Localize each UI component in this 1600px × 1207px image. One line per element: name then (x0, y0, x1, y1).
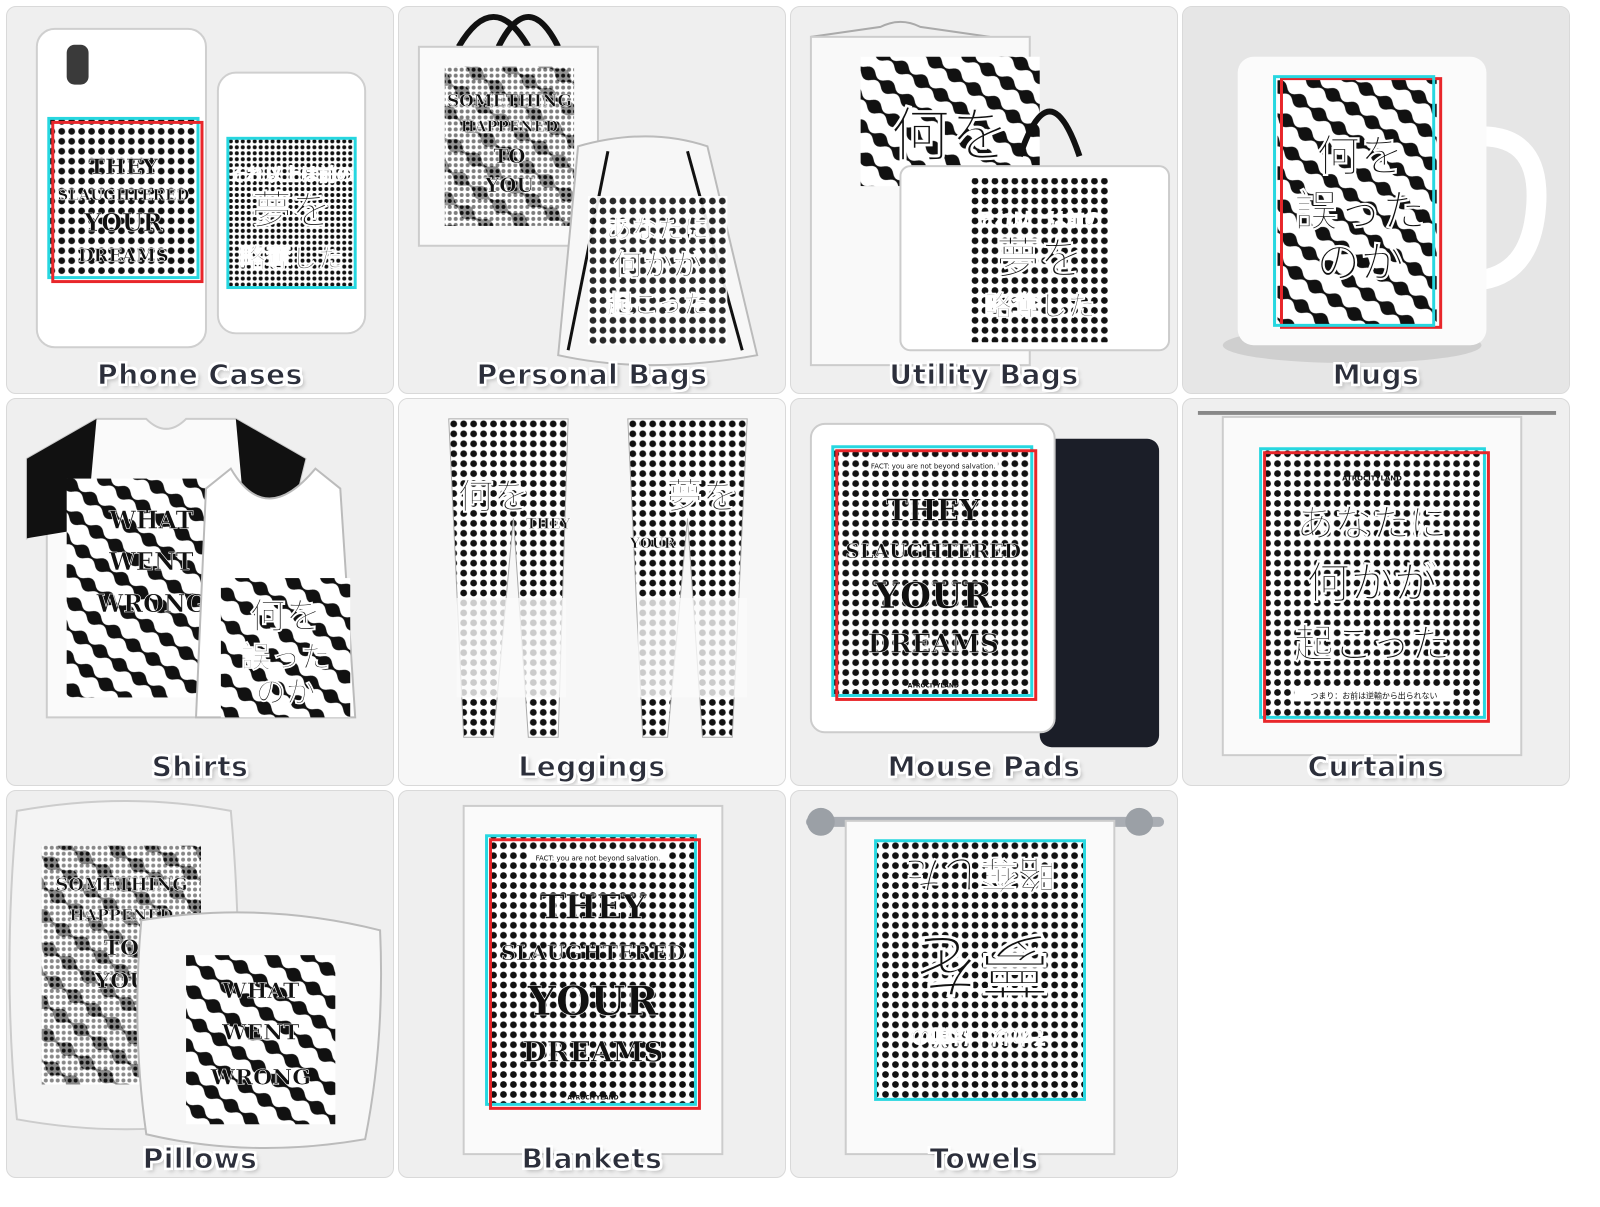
phone-case-text-1: THEY (89, 154, 159, 180)
tile-pillows[interactable]: SOMETHING HAPPENED TO YOU WHAT WENT WRON… (6, 790, 394, 1178)
mouse-pad-brand: ATROCITYLAND (908, 683, 959, 690)
tile-leggings[interactable]: 何を THEY 夢を YOUR Leggings (398, 398, 786, 786)
shirt-text-3: WRONG (95, 590, 206, 618)
blanket-text-2: SLAUGHTERED (501, 940, 686, 965)
tile-label: Pillows (142, 1142, 258, 1176)
mugs-image: 何を 誤った のか (1183, 7, 1569, 393)
bag-text-4: YOU (484, 173, 534, 197)
blankets-image: FACT: you are not beyond salvation. THEY… (462, 804, 724, 1156)
leggings-jp-1: 何を (458, 476, 530, 517)
bag-jp-2: 何かが (613, 249, 703, 284)
phone-case-text-4: DREAMS (78, 246, 169, 267)
utility-bag-jp-4: 略奪した (984, 289, 1095, 322)
towel-jp-1: それ以上は前の (910, 1025, 1049, 1048)
phone-case-text-3: YOUR (83, 209, 163, 237)
tile-mugs[interactable]: 何を 誤った のか Mugs (1182, 6, 1570, 394)
utility-bag-jp-2: それ以上は前の (977, 209, 1102, 231)
tile-label: Personal Bags (476, 358, 708, 392)
phone-case-jp-2: 夢を (252, 188, 332, 234)
tile-phone-cases[interactable]: THEY SLAUGHTERED YOUR DREAMS それ以上は前の 夢を … (6, 6, 394, 394)
blanket-text-3: YOUR (527, 979, 660, 1025)
tile-utility-bags[interactable]: 何を それ以上は前の 夢を 略奪した Utility Bags (790, 6, 1178, 394)
phone-case-text-2: SLAUGHTERED (58, 186, 190, 204)
pillow-text-1: SOMETHING (55, 874, 187, 895)
utility-bag-jp-3: 夢を (996, 234, 1084, 285)
mouse-pad-text-1: THEY (886, 493, 981, 528)
tile-label: Utility Bags (889, 358, 1079, 392)
shirt-text-2: WENT (108, 548, 194, 576)
pillow-text-7: WRONG (209, 1064, 310, 1090)
towel-jp-3: 略奪した (904, 852, 1055, 896)
pillow-text-3: TO (104, 935, 139, 961)
mouse-pad-fact: FACT: you are not beyond salvation. (871, 463, 996, 471)
mug-jp-1: 何を (1316, 131, 1404, 182)
curtain-note: つまり：お前は逆輸から出られない (1311, 690, 1438, 700)
tile-label: Curtains (1307, 750, 1445, 784)
mouse-pads-image: FACT: you are not beyond salvation. THEY… (809, 422, 1160, 748)
pillows-image: SOMETHING HAPPENED TO YOU WHAT WENT WRON… (8, 799, 383, 1150)
curtain-brand: ATROCITYLAND (1342, 475, 1402, 483)
tank-jp-3: のか (256, 675, 316, 710)
pillow-text-6: WENT (221, 1020, 300, 1046)
phone-cases-image: THEY SLAUGHTERED YOUR DREAMS それ以上は前の 夢を … (35, 27, 367, 349)
utility-bag-jp-1: 何を (890, 102, 1009, 171)
tile-label: Mouse Pads (887, 750, 1081, 784)
towel-jp-2: 夢を (910, 923, 1049, 1004)
bag-text-1: SOMETHING (447, 90, 572, 110)
shirts-image: WHAT WENT WRONG 何を 誤った のか (25, 417, 357, 719)
leggings-text-1: THEY (526, 516, 571, 532)
shirt-text-1: WHAT (108, 506, 194, 534)
curtain-jp-3: 起こった (1294, 622, 1450, 668)
tile-mouse-pads[interactable]: FACT: you are not beyond salvation. THEY… (790, 398, 1178, 786)
blanket-brand: ATROCITYLAND (567, 1094, 618, 1101)
mouse-pad-text-2: SLAUGHTERED (845, 539, 1021, 563)
tile-label: Leggings (518, 750, 666, 784)
tile-label: Phone Cases (97, 358, 303, 392)
leggings-image: 何を THEY 夢を YOUR (399, 399, 785, 785)
bag-text-3: TO (493, 144, 525, 168)
tile-label: Shirts (151, 750, 249, 784)
personal-bags-image: SOMETHING HAPPENED TO YOU あなたに 何かが 起こった (417, 14, 759, 367)
mug-jp-2: 誤った (1294, 186, 1425, 237)
tile-blankets[interactable]: FACT: you are not beyond salvation. THEY… (398, 790, 786, 1178)
phone-case-jp-3: 略奪した (240, 244, 343, 275)
tile-shirts[interactable]: WHAT WENT WRONG 何を 誤った のか Shirts (6, 398, 394, 786)
curtain-jp-2: 何かが (1306, 558, 1438, 609)
towels-image: それ以上は前の 夢を 略奪した (805, 807, 1165, 1156)
bag-jp-3: 起こった (607, 290, 709, 320)
leggings-text-2: YOUR (629, 536, 676, 552)
curtains-image: ATROCITYLAND あなたに 何かが 起こった つまり：お前は逆輸から出ら… (1197, 410, 1557, 757)
phone-case-jp-1: それ以上は前の (229, 164, 354, 186)
tank-jp-1: 何を (250, 596, 322, 637)
mouse-pad-text-4: DREAMS (868, 630, 999, 660)
bag-jp-1: あなたに (606, 215, 709, 245)
tank-jp-2: 誤った (241, 641, 330, 676)
tile-label: Blankets (521, 1142, 663, 1176)
blanket-text-1: THEY (539, 886, 647, 926)
curtain-jp-1: あなたに (1296, 501, 1447, 545)
mouse-pad-text-3: YOUR (873, 575, 992, 617)
bag-text-2: HAPPENED (461, 117, 558, 135)
utility-bags-image: 何を それ以上は前の 夢を 略奪した (809, 20, 1171, 367)
leggings-jp-2: 夢を (667, 476, 739, 517)
blanket-text-4: DREAMS (522, 1036, 663, 1069)
tile-towels[interactable]: それ以上は前の 夢を 略奪した Towels (790, 790, 1178, 1178)
tile-personal-bags[interactable]: SOMETHING HAPPENED TO YOU あなたに 何かが 起こった … (398, 6, 786, 394)
blanket-fact: FACT: you are not beyond salvation. (536, 855, 661, 863)
tile-label: Mugs (1332, 358, 1420, 392)
tile-label: Towels (929, 1142, 1039, 1176)
tile-curtains[interactable]: ATROCITYLAND あなたに 何かが 起こった つまり：お前は逆輸から出ら… (1182, 398, 1570, 786)
mug-jp-3: のか (1316, 238, 1404, 289)
pillow-text-5: WHAT (221, 978, 300, 1004)
